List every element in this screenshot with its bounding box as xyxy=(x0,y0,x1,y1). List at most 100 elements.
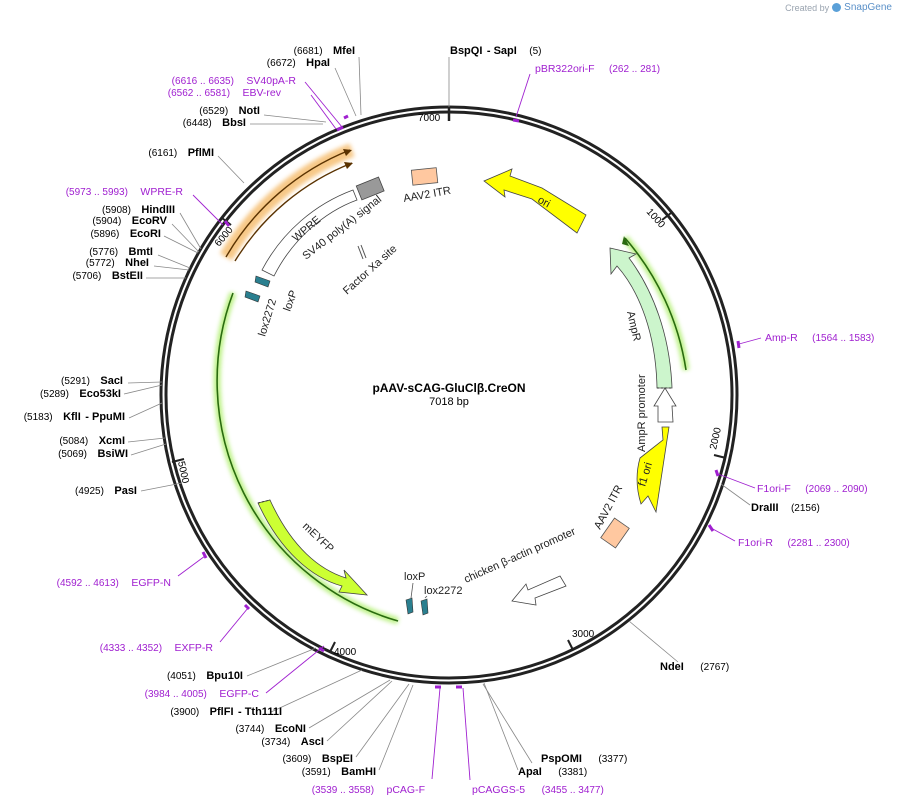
primer-f1ori-r[interactable]: F1ori-R (2281 .. 2300) xyxy=(738,533,850,550)
site-bamhi[interactable]: (3591) BamHI xyxy=(302,762,376,779)
site-bsiwi[interactable]: (5069) BsiWI xyxy=(58,444,128,461)
primer-exfp-r[interactable]: (4333 .. 4352) EXFP-R xyxy=(100,638,214,655)
site-pos: (3900) xyxy=(170,707,199,718)
tick-label: 7000 xyxy=(418,113,441,124)
tick-label: 3000 xyxy=(572,629,595,640)
feature-loxp-upper-icon[interactable] xyxy=(254,275,271,288)
leader-line xyxy=(378,684,414,771)
site-draiii[interactable]: DraIII (2156) xyxy=(751,498,820,515)
primer-name: SV40pA-R xyxy=(246,75,296,87)
leader-line xyxy=(217,155,245,184)
primer-range: (4592 .. 4613) xyxy=(57,578,119,589)
leader-line xyxy=(482,683,533,764)
tick-mark xyxy=(661,212,672,221)
primer-egfp-c[interactable]: (3984 .. 4005) EGFP-C xyxy=(145,684,260,701)
leader-line xyxy=(628,620,679,663)
primer-pbr322ori-f[interactable]: pBR322ori-F (262 .. 281) xyxy=(535,59,660,76)
tick-mark xyxy=(567,639,574,651)
site-hindiii[interactable]: (5908) HindIII xyxy=(102,200,175,217)
feature-wpre-arrow[interactable] xyxy=(261,189,358,277)
feature-ampr-arrow[interactable] xyxy=(609,247,673,389)
feature-wpre-head-inner-icon xyxy=(344,162,353,169)
feature-loxp-lower-icon[interactable] xyxy=(405,597,414,615)
feature-lox2272-upper-icon[interactable] xyxy=(244,290,261,303)
site-noti[interactable]: (6529) NotI xyxy=(199,101,260,118)
feature-aav2-itr-upper-box[interactable] xyxy=(410,167,439,186)
site-kfli[interactable]: (5183) KflI - PpuMI xyxy=(24,407,125,424)
site-xcmi[interactable]: (5084) XcmI xyxy=(59,431,125,448)
leader-line xyxy=(410,582,414,599)
site-econi[interactable]: (3744) EcoNI xyxy=(235,719,306,736)
feature-ori-arrow[interactable] xyxy=(483,168,587,234)
feature-cba-promoter-arrow[interactable] xyxy=(511,575,567,606)
site-ecorv[interactable]: (5904) EcoRV xyxy=(92,211,167,228)
site-asci[interactable]: (3734) AscI xyxy=(261,732,324,749)
feature-f1ori-arrow[interactable] xyxy=(636,426,670,514)
site-pos: (3381) xyxy=(558,767,587,778)
primer-egfp-n[interactable]: (4592 .. 4613) EGFP-N xyxy=(57,573,171,590)
primer-sv40pa-r[interactable]: (6616 .. 6635) SV40pA-R xyxy=(172,71,297,88)
site-name: SacI xyxy=(100,375,123,387)
site-name2: Tth111I xyxy=(245,706,282,718)
primer-range: (1564 .. 1583) xyxy=(812,333,874,344)
primer-pcag-f[interactable]: (3539 .. 3558) pCAG-F xyxy=(312,780,425,797)
leader-line xyxy=(358,56,362,116)
site-pos: (2767) xyxy=(700,662,729,673)
site-bspqi[interactable]: BspQI - SapI (5) xyxy=(450,41,542,58)
primer-wpre-r[interactable]: (5973 .. 5993) WPRE-R xyxy=(66,182,184,199)
primer-range: (262 .. 281) xyxy=(609,64,660,75)
primer-mark xyxy=(512,118,520,123)
site-bsteii[interactable]: (5706) BstEII xyxy=(72,266,143,283)
site-bmti[interactable]: (5776) BmtI xyxy=(89,242,153,259)
feature-lox2272-lower-icon[interactable] xyxy=(420,598,429,616)
primer-leader-line xyxy=(219,607,249,643)
feature-ampr-promoter-arrow[interactable] xyxy=(653,387,677,423)
site-apai[interactable]: ApaI (3381) xyxy=(518,762,587,779)
site-pos: (3609) xyxy=(282,754,311,765)
feature-sv40-polya-box[interactable] xyxy=(355,176,385,201)
site-name: EcoRI xyxy=(130,228,161,240)
site-name2: PpuMI xyxy=(92,411,125,423)
primer-pcaggs-5[interactable]: pCAGGS-5 (3455 .. 3477) xyxy=(472,780,604,797)
primer-f1ori-f[interactable]: F1ori-F (2069 .. 2090) xyxy=(757,479,868,496)
primer-range: (2281 .. 2300) xyxy=(787,538,849,549)
primer-mark xyxy=(201,551,208,559)
feature-aav2-itr-upper-label: AAV2 ITR xyxy=(402,185,451,205)
site-pos: (3734) xyxy=(261,737,290,748)
site-name: BspQI xyxy=(450,45,482,57)
site-pos: (5289) xyxy=(40,389,69,400)
feature-meyfp-arrow[interactable] xyxy=(257,499,369,596)
primer-name: WPRE-R xyxy=(140,186,183,198)
leader-line xyxy=(127,381,163,384)
feature-aav2-itr-box[interactable] xyxy=(600,517,630,549)
site-pflmi[interactable]: (6161) PflMI xyxy=(148,143,214,160)
site-saci[interactable]: (5291) SacI xyxy=(61,371,123,388)
site-name: HindIII xyxy=(141,204,175,216)
site-eco53ki[interactable]: (5289) Eco53kI xyxy=(40,384,121,401)
site-name: BbsI xyxy=(222,117,246,129)
leader-line xyxy=(140,482,183,492)
site-pos: (5183) xyxy=(24,412,53,423)
feature-ampr-label: AmpR xyxy=(624,310,643,343)
site-pasi[interactable]: (4925) PasI xyxy=(75,481,137,498)
feature-loxp-upper-label: loxP xyxy=(282,289,301,313)
leader-line xyxy=(157,254,191,269)
site-hpai[interactable]: (6672) HpaI xyxy=(267,53,330,70)
site-pflfi[interactable]: (3900) PflFI - Tth111I xyxy=(170,702,282,719)
leader-line xyxy=(424,595,428,599)
primer-leader-line xyxy=(310,94,337,130)
site-name: NheI xyxy=(125,257,149,269)
site-bpu10i[interactable]: (4051) Bpu10I xyxy=(167,666,243,683)
site-pspomi[interactable]: PspOMI (3377) xyxy=(541,749,627,766)
site-mfei[interactable]: (6681) MfeI xyxy=(294,41,355,58)
site-ecori[interactable]: (5896) EcoRI xyxy=(90,224,161,241)
primer-range: (3539 .. 3558) xyxy=(312,785,374,796)
primer-name: EGFP-C xyxy=(219,688,259,700)
site-pos: (5904) xyxy=(92,216,121,227)
primer-amp-r[interactable]: Amp-R (1564 .. 1583) xyxy=(765,328,874,345)
site-nhei[interactable]: (5772) NheI xyxy=(86,253,149,270)
site-ndei[interactable]: NdeI (2767) xyxy=(660,657,729,674)
primer-ebv-rev[interactable]: (6562 .. 6581) EBV-rev xyxy=(168,83,282,100)
site-bspei[interactable]: (3609) BspEI xyxy=(282,749,353,766)
site-bbsi[interactable]: (6448) BbsI xyxy=(183,113,246,130)
